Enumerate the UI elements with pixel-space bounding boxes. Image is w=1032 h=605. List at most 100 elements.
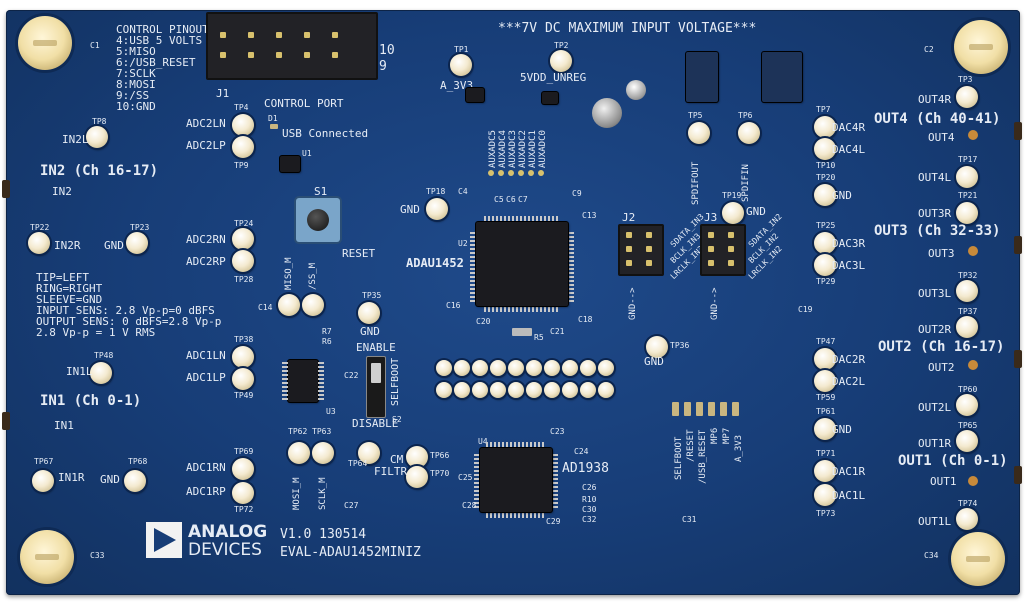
adc1rn-label: ADC1RN [186,461,226,474]
test-point-out3l[interactable] [956,280,978,302]
test-point-filtr[interactable] [406,466,428,488]
refdes-c1: C1 [90,41,100,50]
in1-jack[interactable] [2,412,10,430]
test-point-tp2[interactable] [550,50,572,72]
test-point-tp64[interactable] [358,442,380,464]
pinout-line: 4:USB 5 VOLTS [116,34,203,47]
test-point-tp35[interactable] [358,302,380,324]
spdif-in-label: SPDIFIN [741,164,751,202]
out2-jack[interactable] [1014,350,1022,368]
test-point-adc2ln[interactable] [232,114,254,136]
test-point-gnd-left[interactable] [126,232,148,254]
out2-pad [968,360,978,370]
tp38-label: TP38 [234,335,254,344]
pcb-board: C1 C2 C33 C34 CONTROL PINOUT 4:USB 5 VOL… [2,10,1022,595]
pinout-line: 9:/SS [116,89,150,102]
refdes-c7: C7 [518,195,528,204]
test-point-adc2lp[interactable] [232,136,254,158]
selfboot-switch[interactable] [366,356,386,418]
test-point-out4r[interactable] [956,86,978,108]
in2-jack[interactable] [2,180,10,198]
out2-channel-label: OUT2 (Ch 16-17) [878,339,1005,355]
mounting-hole-top-left [18,16,72,70]
selfboot-switch-knob[interactable] [371,363,381,383]
test-point-in2l[interactable] [86,126,108,148]
test-point-dac3r[interactable] [814,232,836,254]
test-point-gnd-right-2[interactable] [814,418,836,440]
test-point-out3r[interactable] [956,202,978,224]
test-point-miso-m[interactable] [278,294,300,316]
s2-label: S2 [392,415,402,424]
analog-devices-logo-icon [146,522,182,558]
test-point-in1l[interactable] [90,362,112,384]
data-test-pins[interactable] [436,360,616,400]
out1-jack[interactable] [1014,466,1022,484]
test-point-gnd-right[interactable] [814,184,836,206]
refdes-c5: C5 [494,195,504,204]
j3-label: J3 [704,211,718,224]
test-point-ss-m[interactable] [302,294,324,316]
test-point-dac2l[interactable] [814,370,836,392]
input-voltage-warning: ***7V DC MAXIMUM INPUT VOLTAGE*** [498,21,757,36]
out2r-label: OUT2R [918,323,952,336]
control-pinout: CONTROL PINOUT 4:USB 5 VOLTS 5:MISO 6:/U… [116,24,209,112]
test-point-cm[interactable] [406,446,428,468]
spdif-connector[interactable] [686,52,718,102]
test-point-sclk-m[interactable] [312,442,334,464]
adc2rp-label: ADC2RP [186,255,226,268]
input-note: TIP=LEFT [36,271,89,284]
header-j3[interactable] [700,224,746,276]
tp2-label: TP2 [554,41,569,50]
refdes-c9: C9 [572,189,582,198]
board-model: EVAL-ADAU1452MINIZ [280,545,421,560]
test-point-tp36[interactable] [646,336,668,358]
test-point-dac1r[interactable] [814,460,836,482]
test-point-dac4l[interactable] [814,138,836,160]
u1-label: U1 [302,149,312,158]
refdes-c25: C25 [458,473,473,482]
test-point-gnd-left-2[interactable] [124,470,146,492]
test-point-adc1rn[interactable] [232,458,254,480]
test-point-out2l[interactable] [956,394,978,416]
spdif-connector-2[interactable] [762,52,802,102]
test-point-mosi-m[interactable] [288,442,310,464]
test-point-adc2rn[interactable] [232,228,254,250]
test-point-out1l[interactable] [956,508,978,530]
led-label: /RESET [686,429,696,462]
test-point-in1r[interactable] [32,470,54,492]
test-point-dac2r[interactable] [814,348,836,370]
out4-jack[interactable] [1014,122,1022,140]
test-point-out2r[interactable] [956,316,978,338]
usb-connected-label: USB Connected [282,127,369,140]
test-point-dac4r[interactable] [814,116,836,138]
out3-jack[interactable] [1014,236,1022,254]
enable-label: ENABLE [356,341,396,354]
test-point-adc1lp[interactable] [232,368,254,390]
test-point-tp1[interactable] [450,54,472,76]
test-point-tp5[interactable] [688,122,710,144]
adau1452-label: ADAU1452 [406,256,464,270]
test-point-adc2rp[interactable] [232,250,254,272]
test-point-tp6[interactable] [738,122,760,144]
test-point-adc1ln[interactable] [232,346,254,368]
refdes-c19: C19 [798,305,813,314]
test-point-tp18[interactable] [426,198,448,220]
cm-label: CM [390,453,404,466]
test-point-out4l[interactable] [956,166,978,188]
header-j2[interactable] [618,224,664,276]
tp32-label: TP32 [958,271,978,280]
tp36-label: TP36 [670,341,690,350]
vdd-unreg-label: 5VDD_UNREG [520,71,587,84]
reset-button[interactable] [296,198,340,242]
test-point-dac1l[interactable] [814,484,836,506]
reset-button-cap[interactable] [307,209,329,231]
test-point-out1r[interactable] [956,430,978,452]
tp73-label: TP73 [816,509,836,518]
test-point-tp19[interactable] [722,202,744,224]
test-point-in2r[interactable] [28,232,50,254]
test-point-adc1rp[interactable] [232,482,254,504]
test-point-dac3l[interactable] [814,254,836,276]
led-label: A_3V3 [734,434,744,462]
control-port-header[interactable] [206,12,378,80]
refdes-c14: C14 [258,303,273,312]
